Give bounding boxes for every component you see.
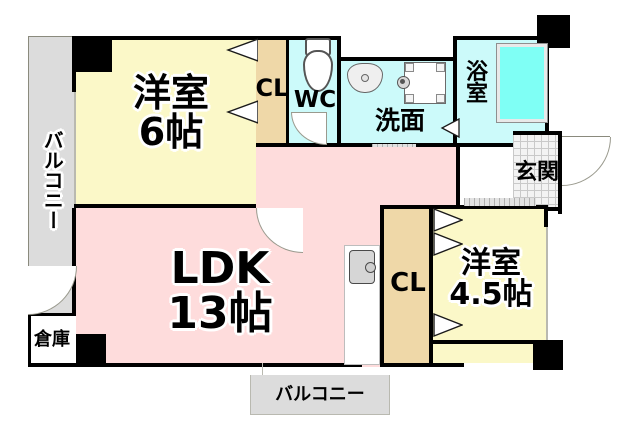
closet-right-area <box>384 205 432 363</box>
bathroom-wall-top <box>453 36 548 40</box>
closet-top-door-zigzag[interactable] <box>226 38 258 80</box>
kitchen-faucet-icon <box>365 262 376 273</box>
structural-column-top-right <box>537 15 570 48</box>
closet-right-wall-right <box>429 205 433 363</box>
bedroom-top-wall-top <box>76 36 256 40</box>
balcony-bottom-outline-left <box>250 375 251 415</box>
storage-wall-top <box>28 313 76 316</box>
closet-top-door-zigzag-2[interactable] <box>226 100 258 146</box>
ldk-wall-bottom <box>72 363 362 367</box>
closet-top-wall-bottom <box>256 143 289 147</box>
balcony-bottom-outline-right <box>389 375 390 415</box>
bedroom-top-wall-bottom <box>74 204 256 208</box>
bedroom-right-area <box>433 205 548 363</box>
bathroom-wall-right <box>545 36 549 146</box>
structural-column-top-left <box>76 36 112 72</box>
washing-machine-foot-bl <box>405 94 414 103</box>
ldk-wall-left <box>72 208 76 367</box>
toilet-bowl-icon <box>303 50 333 92</box>
washbasin-drain-icon <box>361 74 369 82</box>
bedroom-right-wall-right <box>546 226 548 344</box>
closet-right-wall-left <box>380 205 384 363</box>
storage-wall-bottom <box>28 363 76 367</box>
washing-machine-foot-br <box>436 94 445 103</box>
washing-machine-tap-icon <box>397 76 410 89</box>
closet-right-door-zigzag-2[interactable] <box>433 232 463 258</box>
balcony-bottom-outline-bottom <box>250 414 390 415</box>
washing-machine-foot-tl <box>405 63 414 72</box>
bathroom-wall-left <box>453 36 457 146</box>
bathtub-icon <box>496 43 548 123</box>
toilet-wall-bottom <box>289 143 341 147</box>
entrance-wall-right <box>558 134 562 214</box>
ldk-wall-bottom-right <box>380 363 464 367</box>
balcony-bottom-area <box>250 375 390 415</box>
entrance-wall-top <box>513 131 562 135</box>
storage-area <box>28 313 76 366</box>
ldk-wall-right-upper <box>456 147 460 211</box>
bathroom-wall-bottom <box>453 143 548 147</box>
closet-top-wall-top <box>256 36 289 40</box>
bedroom-right-wall-top <box>433 205 548 209</box>
entrance-door-arc[interactable] <box>562 137 611 186</box>
closet-top-area <box>256 36 289 146</box>
storage-wall-left <box>28 313 31 366</box>
bedroom-top-wall-left-lower <box>74 92 76 208</box>
bedroom-right-window <box>464 198 536 206</box>
closet-right-door-zigzag-3[interactable] <box>433 312 463 340</box>
ldk-balcony-door-rail[interactable] <box>262 363 263 375</box>
washing-machine-foot-tr <box>436 63 445 72</box>
bedroom-top-wall-left <box>72 36 76 92</box>
ldk-corridor <box>256 147 344 209</box>
washroom-wall-top <box>341 57 458 61</box>
closet-right-door-zigzag-1[interactable] <box>433 208 463 234</box>
structural-column-bottom-left <box>76 334 106 364</box>
entrance-door-leaf[interactable] <box>562 136 610 137</box>
bedroom-right-wall-bottom <box>433 340 548 344</box>
ldk-area-upper-right <box>341 147 460 209</box>
structural-column-bottom-right <box>533 340 563 370</box>
balcony-left-outline-left <box>28 36 29 366</box>
toilet-wall-right <box>337 36 341 146</box>
balcony-left-outline-top <box>28 36 76 37</box>
bedroom-right-wall-right-top <box>544 205 548 227</box>
bathroom-door-zigzag[interactable] <box>440 118 460 140</box>
closet-top-wall-right <box>286 36 289 146</box>
closet-right-wall-top <box>384 205 432 209</box>
washroom-door-rail[interactable] <box>372 144 416 149</box>
